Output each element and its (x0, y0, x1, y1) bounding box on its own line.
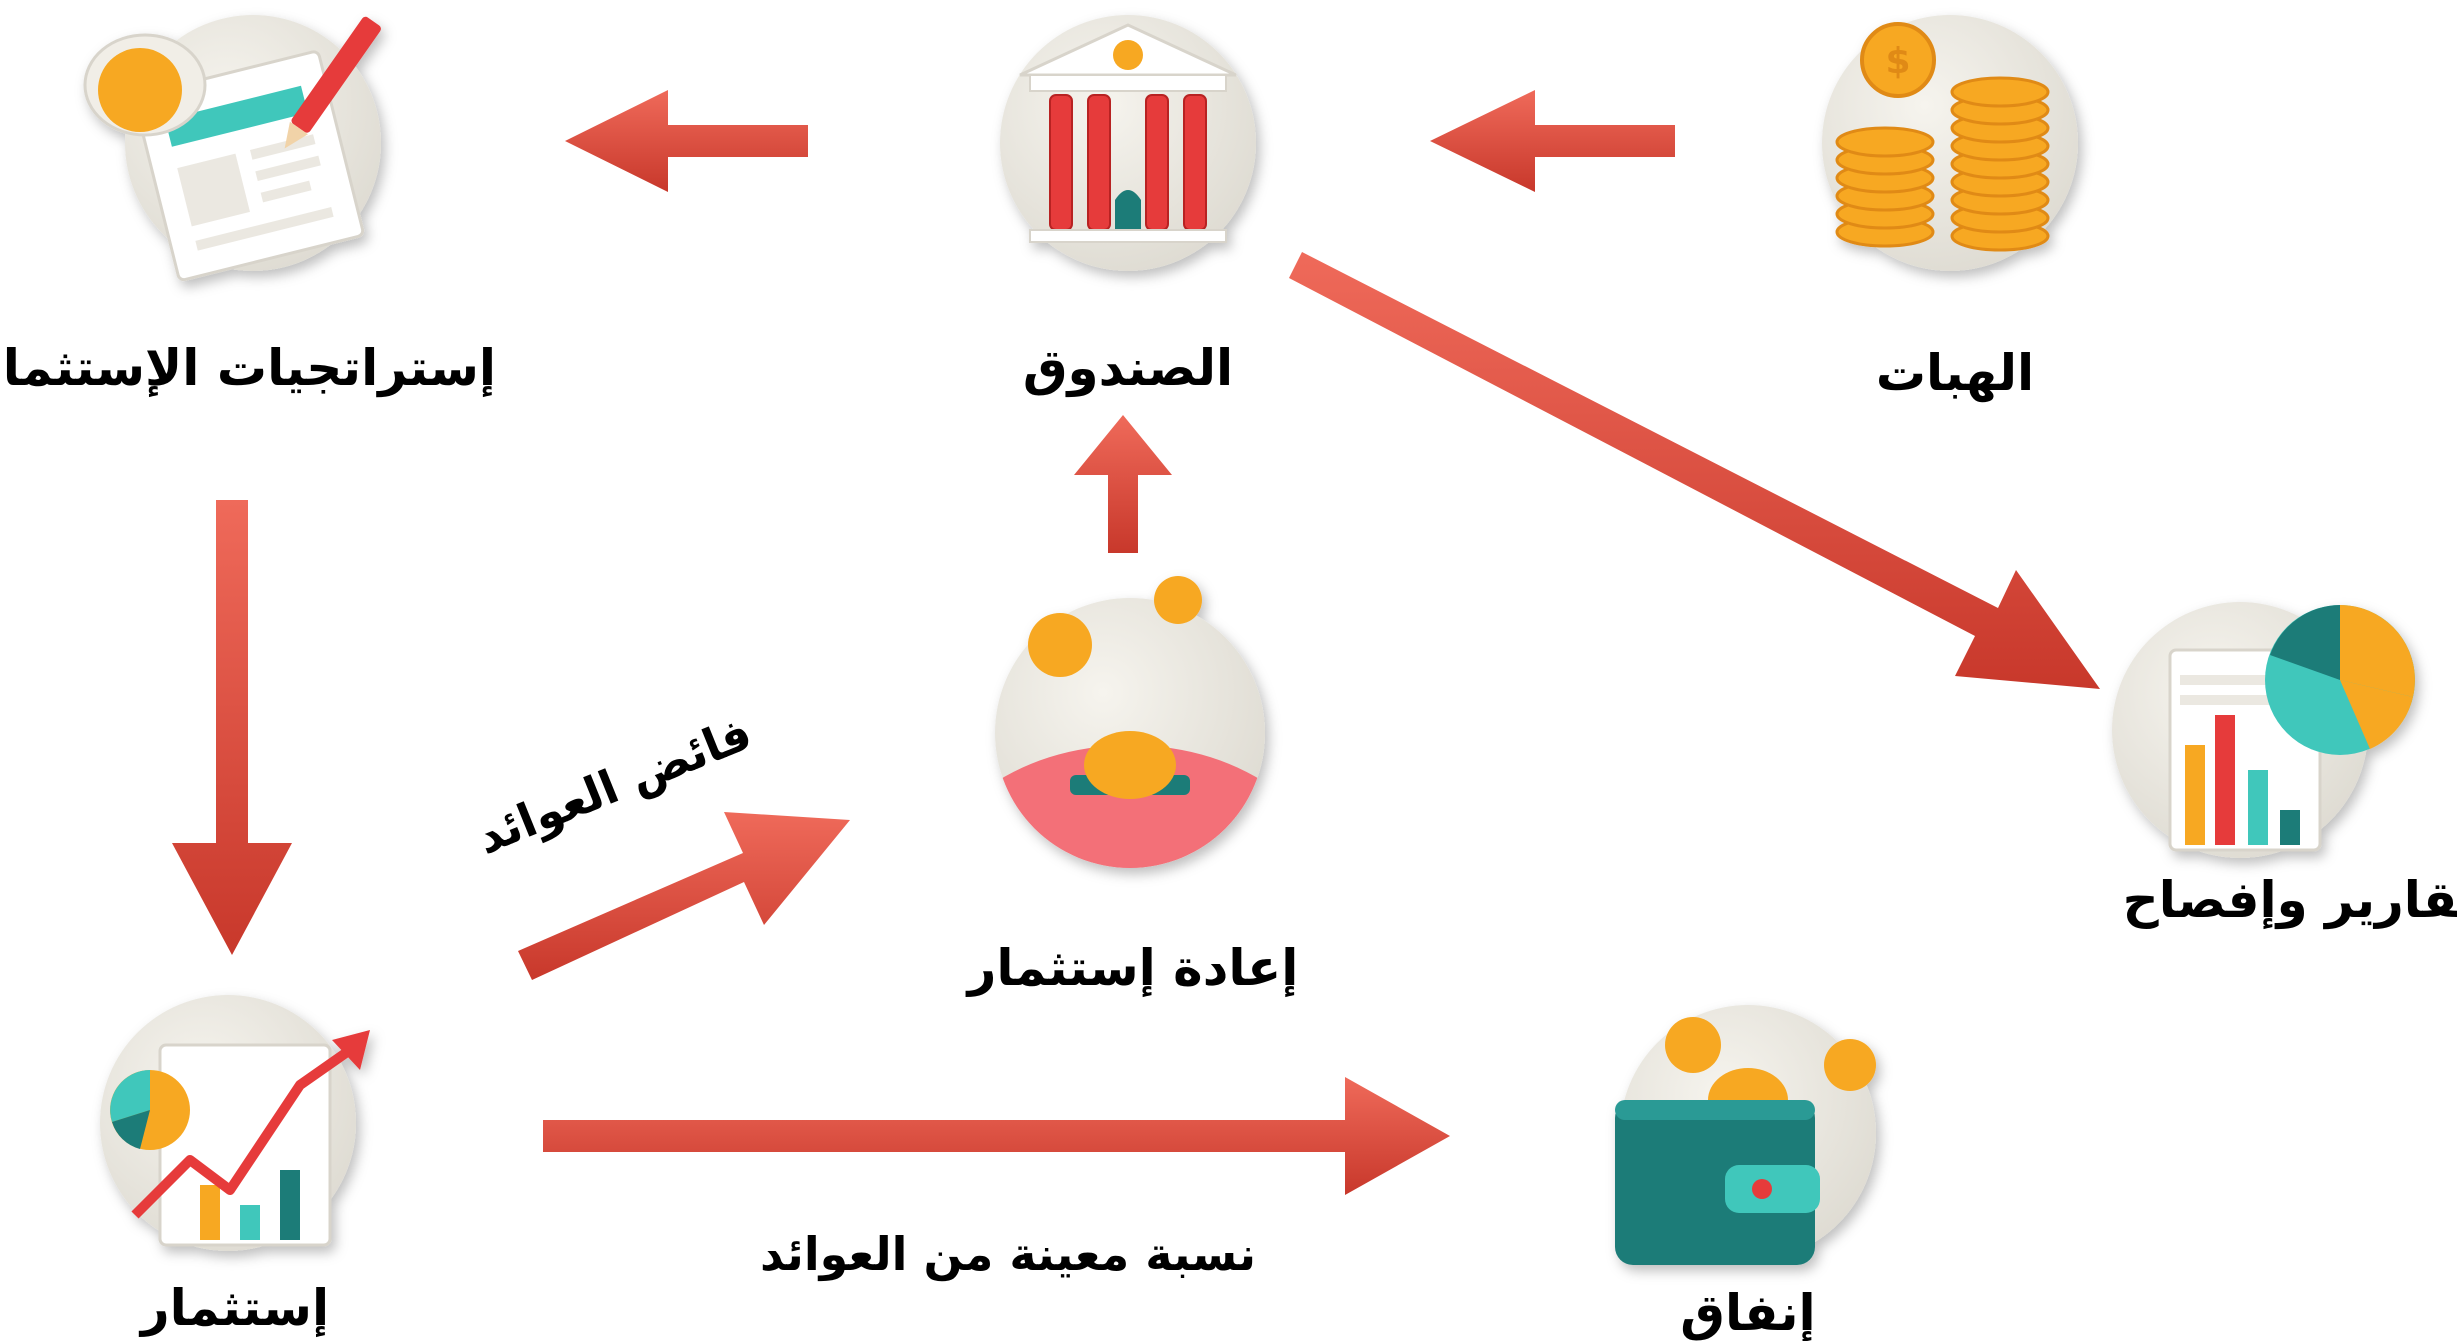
edge-label-percentage: نسبة معينة من العوائد (760, 1227, 1256, 1281)
arrow-fund-to-reports (1289, 252, 2100, 689)
svg-text:$: $ (1885, 41, 1910, 82)
node-strategies: إستراتجيات الإستثمار (0, 15, 496, 398)
node-label-reports: تقارير وإفصاح (2123, 871, 2457, 930)
document-pen-icon (83, 15, 381, 282)
wallet-icon (1615, 1005, 1876, 1265)
arrow-donations-to-fund (1430, 90, 1675, 192)
arrow-investment-to-reinvest (518, 812, 850, 980)
node-donations: $ الهبات (1822, 15, 2078, 403)
node-fund: الصندوق (1000, 15, 1256, 398)
arrow-fund-to-strategies (565, 90, 808, 192)
arrow-strategies-to-investment (172, 500, 292, 955)
arrow-investment-to-spending (543, 1077, 1450, 1195)
node-label-strategies: إستراتجيات الإستثمار (0, 339, 496, 398)
node-label-spending: إنفاق (1680, 1284, 1815, 1341)
node-reinvest: إعادة إستثمار (965, 576, 1299, 998)
growth-chart-icon (100, 995, 370, 1251)
node-label-donations: الهبات (1876, 344, 2034, 403)
coins-stack-icon: $ (1822, 15, 2078, 271)
node-label-reinvest: إعادة إستثمار (965, 939, 1299, 998)
chart-report-icon (2112, 602, 2415, 858)
arrow-reinvest-to-fund (1074, 415, 1172, 553)
node-label-investment: إستثمار (138, 1279, 329, 1338)
node-label-fund: الصندوق (1023, 339, 1233, 398)
node-reports: تقارير وإفصاح (2112, 602, 2457, 930)
edge-label-surplus: فائض العوائد (469, 706, 759, 865)
node-investment: إستثمار (100, 995, 370, 1338)
bank-building-icon (1000, 15, 1256, 271)
node-spending: إنفاق (1615, 1005, 1876, 1341)
